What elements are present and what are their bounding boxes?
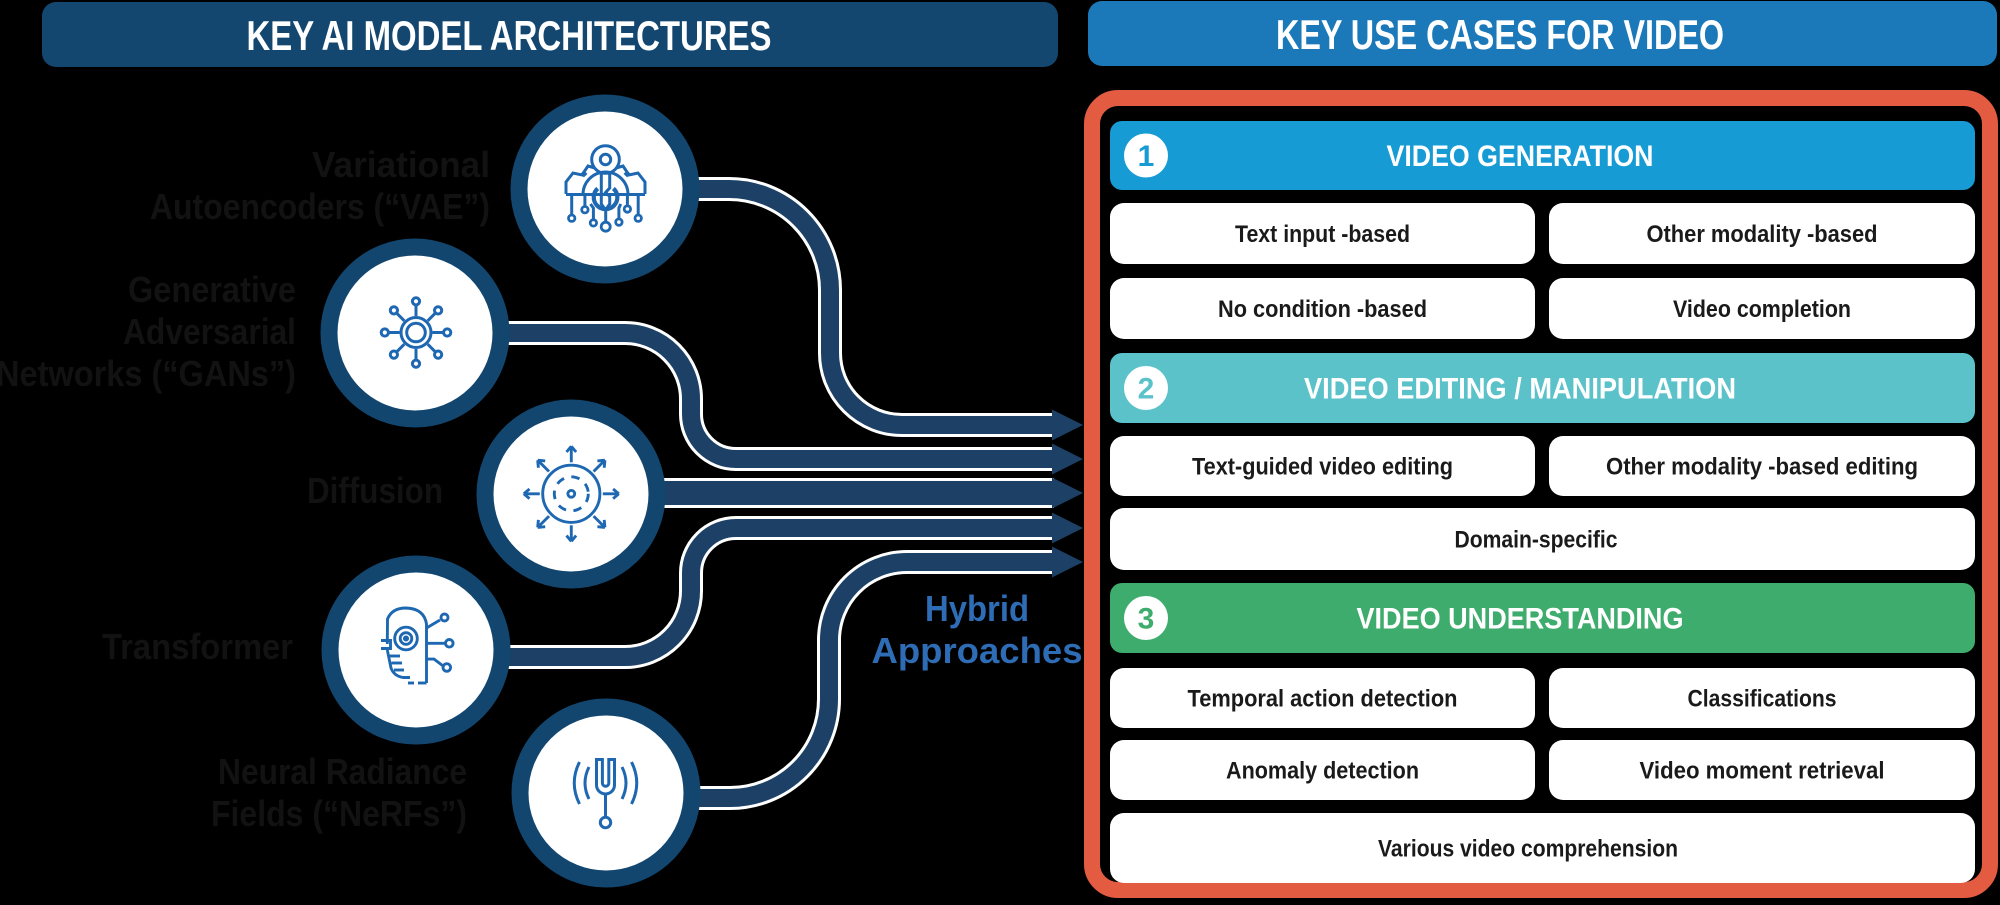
svg-text:Video completion: Video completion bbox=[1673, 296, 1851, 323]
svg-text:Various video comprehension: Various video comprehension bbox=[1378, 836, 1678, 863]
svg-text:Transformer: Transformer bbox=[102, 626, 293, 667]
svg-text:Classifications: Classifications bbox=[1688, 686, 1837, 713]
svg-text:VIDEO EDITING / MANIPULATION: VIDEO EDITING / MANIPULATION bbox=[1304, 373, 1736, 406]
svg-text:Other modality -based editing: Other modality -based editing bbox=[1606, 454, 1918, 481]
svg-text:Text input -based: Text input -based bbox=[1235, 221, 1410, 248]
svg-text:2: 2 bbox=[1138, 373, 1155, 406]
svg-text:Autoencoders (“VAE”): Autoencoders (“VAE”) bbox=[150, 186, 490, 227]
svg-text:Adversarial: Adversarial bbox=[123, 311, 296, 352]
svg-text:Diffusion: Diffusion bbox=[307, 470, 443, 511]
svg-text:Anomaly detection: Anomaly detection bbox=[1226, 758, 1419, 785]
svg-text:Video moment retrieval: Video moment retrieval bbox=[1640, 758, 1885, 785]
svg-text:KEY AI MODEL ARCHITECTURES: KEY AI MODEL ARCHITECTURES bbox=[247, 12, 772, 59]
svg-text:Neural Radiance: Neural Radiance bbox=[218, 751, 467, 792]
svg-text:Generative: Generative bbox=[128, 269, 296, 310]
svg-text:Variational: Variational bbox=[312, 144, 490, 185]
svg-text:VIDEO UNDERSTANDING: VIDEO UNDERSTANDING bbox=[1357, 603, 1684, 636]
svg-text:Text-guided video editing: Text-guided video editing bbox=[1192, 454, 1453, 481]
svg-text:No condition -based: No condition -based bbox=[1218, 296, 1427, 323]
svg-text:Domain-specific: Domain-specific bbox=[1455, 527, 1618, 554]
svg-text:1: 1 bbox=[1138, 140, 1155, 173]
svg-text:Approaches: Approaches bbox=[872, 630, 1083, 671]
svg-text:Temporal action detection: Temporal action detection bbox=[1188, 686, 1458, 713]
svg-text:VIDEO GENERATION: VIDEO GENERATION bbox=[1387, 140, 1654, 173]
svg-text:Fields (“NeRFs”): Fields (“NeRFs”) bbox=[211, 793, 467, 834]
svg-text:KEY USE CASES FOR VIDEO: KEY USE CASES FOR VIDEO bbox=[1276, 11, 1724, 58]
svg-text:Other modality -based: Other modality -based bbox=[1647, 221, 1878, 248]
svg-text:3: 3 bbox=[1138, 603, 1155, 636]
svg-text:Networks (“GANs”): Networks (“GANs”) bbox=[0, 353, 296, 394]
svg-text:Hybrid: Hybrid bbox=[925, 588, 1029, 629]
